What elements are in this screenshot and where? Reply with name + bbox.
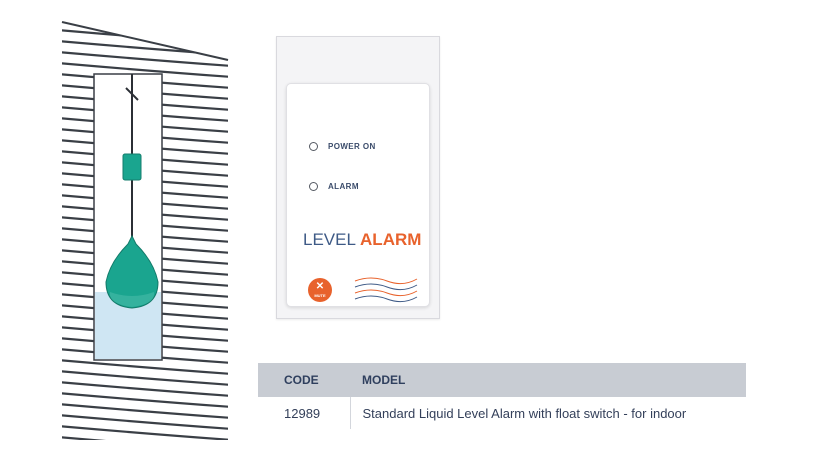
header-code: CODE [284, 373, 319, 387]
power-indicator: POWER ON [309, 142, 376, 151]
header-model: MODEL [362, 373, 406, 387]
tank-rib [62, 424, 228, 440]
tank-rib [62, 380, 228, 398]
water-waves-icon [354, 277, 418, 303]
tank-rib [62, 402, 228, 420]
cell-model: Standard Liquid Level Alarm with float s… [349, 397, 746, 429]
cable-weight [122, 153, 142, 181]
mute-button[interactable]: ✕ MUTE [308, 278, 332, 302]
tank-rib [62, 358, 228, 376]
tank-rib [62, 61, 228, 79]
tank-rib [62, 50, 228, 68]
tank-rib [62, 369, 228, 387]
speaker-muted-icon: ✕ [315, 281, 325, 292]
product-table: CODE MODEL 12989 Standard Liquid Level A… [258, 363, 746, 429]
mute-label: MUTE [314, 293, 326, 298]
level-alarm-device: POWER ON ALARM LEVEL ALARM ✕ MUTE [276, 36, 440, 319]
title-alarm: ALARM [360, 230, 422, 249]
tank-rib [62, 435, 228, 440]
title-level: LEVEL [303, 230, 356, 249]
tank-rib [58, 448, 232, 460]
tank-rib [62, 391, 228, 409]
float-cable [125, 74, 139, 240]
float-switch [105, 234, 159, 309]
device-title: LEVEL ALARM [303, 230, 421, 250]
device-front-panel: POWER ON ALARM LEVEL ALARM ✕ MUTE [286, 83, 430, 307]
power-led [309, 142, 318, 151]
alarm-label: ALARM [328, 182, 359, 191]
tank-illustration [58, 21, 232, 460]
power-label: POWER ON [328, 142, 376, 151]
table-row: 12989 Standard Liquid Level Alarm with f… [258, 397, 746, 429]
tank-rib [62, 413, 228, 431]
table-header-row: CODE MODEL [258, 363, 746, 397]
cell-code: 12989 [284, 405, 321, 421]
alarm-indicator: ALARM [309, 182, 359, 191]
alarm-led [309, 182, 318, 191]
